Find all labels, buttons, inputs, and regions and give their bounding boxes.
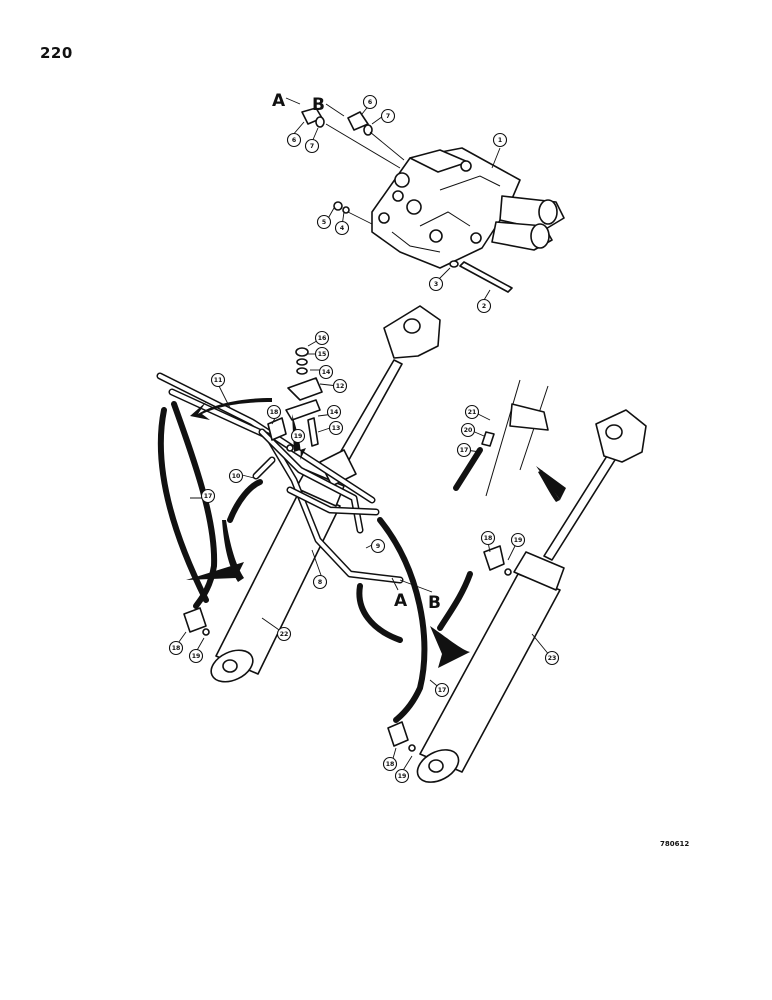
- callout-number: 19: [514, 537, 523, 544]
- callout-number: 14: [330, 409, 339, 416]
- direction-arrows: [186, 398, 566, 668]
- hydraulic-tubes: [156, 372, 404, 584]
- callout-14: 14: [326, 404, 342, 420]
- callout-8: 8: [312, 574, 328, 590]
- callout-17: 17: [434, 682, 450, 698]
- callout-number: 19: [294, 433, 303, 440]
- callout-18: 18: [266, 404, 282, 420]
- callout-number: 23: [548, 655, 557, 662]
- callout-19: 19: [188, 648, 204, 664]
- callout-number: 18: [172, 645, 181, 652]
- callout-number: 11: [214, 377, 223, 384]
- callout-9: 9: [370, 538, 386, 554]
- control-valve: [371, 147, 565, 269]
- hoses: [157, 401, 473, 723]
- callout-number: 14: [322, 369, 331, 376]
- callout-number: 22: [280, 631, 289, 638]
- callout-number: 5: [322, 219, 326, 226]
- callout-1: 1: [492, 132, 508, 148]
- clamp-parts: [285, 347, 323, 447]
- port-label-a-top: A: [272, 91, 286, 111]
- callout-14: 14: [318, 364, 334, 380]
- port-labels: A B A B: [272, 91, 441, 613]
- callout-12: 12: [332, 378, 348, 394]
- callout-22: 22: [276, 626, 292, 642]
- callout-7: 7: [304, 138, 320, 154]
- callout-18: 18: [480, 530, 496, 546]
- callout-21: 21: [464, 404, 480, 420]
- callout-number: 21: [468, 409, 477, 416]
- callout-number: 3: [434, 281, 438, 288]
- callout-number: 19: [192, 653, 201, 660]
- valve-fittings: [301, 107, 513, 293]
- callout-number: 7: [386, 113, 390, 120]
- callout-number: 8: [318, 579, 322, 586]
- callout-number: 20: [464, 427, 473, 434]
- callout-number: 18: [484, 535, 493, 542]
- callout-17: 17: [456, 442, 472, 458]
- callout-15: 15: [314, 346, 330, 362]
- right-cylinder: [416, 409, 647, 783]
- callout-number: 12: [336, 383, 345, 390]
- callout-number: 17: [460, 447, 469, 454]
- callout-number: 10: [232, 473, 241, 480]
- port-label-b-top: B: [312, 95, 325, 115]
- port-label-a-bottom: A: [394, 591, 408, 611]
- callout-2: 2: [476, 298, 492, 314]
- callout-10: 10: [228, 468, 244, 484]
- callout-4: 4: [334, 220, 350, 236]
- callout-6: 6: [286, 132, 302, 148]
- callout-16: 16: [314, 330, 330, 346]
- callout-number: 16: [318, 335, 327, 342]
- callout-number: 19: [398, 773, 407, 780]
- callout-number: 2: [482, 303, 486, 310]
- inset-detail: [453, 379, 549, 497]
- callout-number: 18: [270, 409, 279, 416]
- callout-number: 17: [438, 687, 447, 694]
- callout-5: 5: [316, 214, 332, 230]
- left-cylinder: [210, 305, 441, 683]
- callout-6: 6: [362, 94, 378, 110]
- callout-number: 13: [332, 425, 341, 432]
- page-number: 220: [40, 44, 73, 62]
- callout-number: 9: [376, 543, 380, 550]
- callout-number: 6: [368, 99, 372, 106]
- callout-number: 6: [292, 137, 296, 144]
- callout-11: 11: [210, 372, 226, 388]
- callout-number: 4: [340, 225, 345, 232]
- callout-23: 23: [544, 650, 560, 666]
- callout-7: 7: [380, 108, 396, 124]
- callout-19: 19: [394, 768, 410, 784]
- callout-number: 17: [204, 493, 213, 500]
- callout-20: 20: [460, 422, 476, 438]
- port-label-b-bottom: B: [428, 593, 441, 613]
- callout-number: 7: [310, 143, 314, 150]
- callouts: 1234567678910111213141415161717171818181…: [168, 94, 560, 784]
- callout-17: 17: [200, 488, 216, 504]
- figure-code: 780612: [660, 840, 690, 848]
- callout-18: 18: [168, 640, 184, 656]
- callout-number: 15: [318, 351, 327, 358]
- callout-19: 19: [290, 428, 306, 444]
- callout-number: 18: [386, 761, 395, 768]
- callout-number: 1: [498, 137, 502, 144]
- callout-3: 3: [428, 276, 444, 292]
- callout-13: 13: [328, 420, 344, 436]
- callout-19: 19: [510, 532, 526, 548]
- callout-18: 18: [382, 756, 398, 772]
